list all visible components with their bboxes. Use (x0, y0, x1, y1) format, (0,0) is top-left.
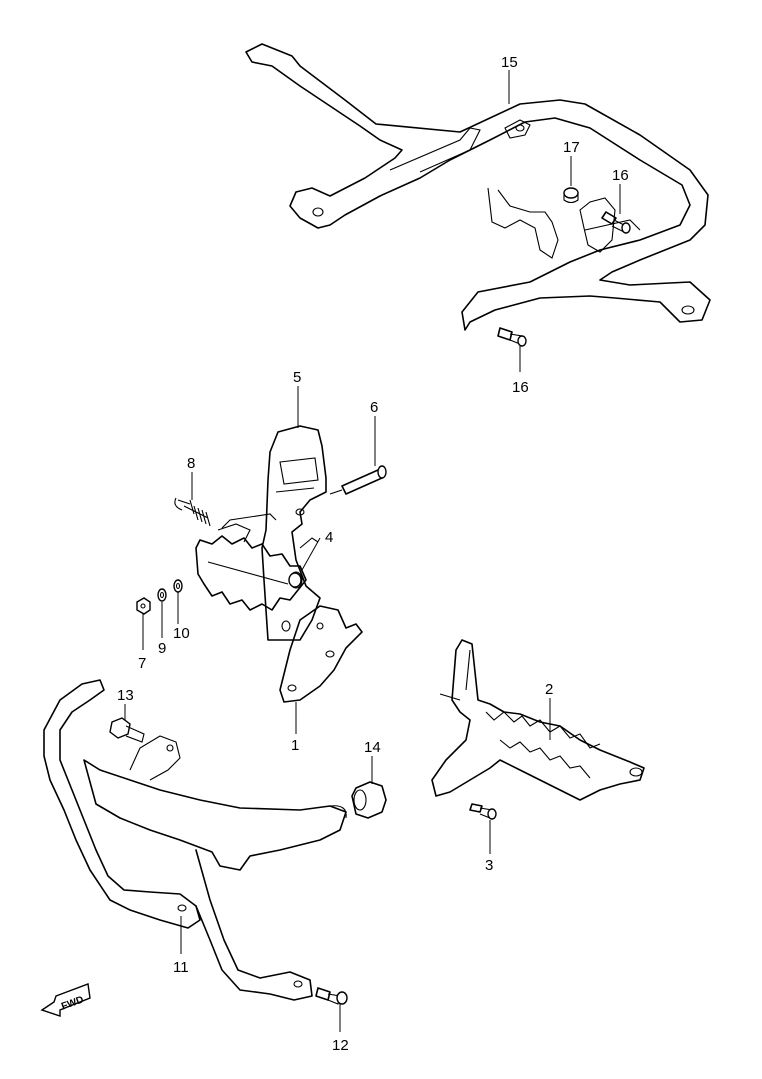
collar-part-17 (563, 187, 579, 204)
spring-part-8 (174, 497, 211, 527)
washer-part-9 (157, 588, 167, 602)
footrest-bracket-part-5 (261, 425, 327, 641)
pin-part-6 (329, 465, 387, 495)
bracket-part-1 (279, 605, 363, 703)
bolt-part-3 (469, 803, 497, 820)
callout-7: 7 (138, 655, 146, 672)
bolt-part-16-upper (601, 211, 631, 234)
footrest-part-2 (431, 639, 645, 801)
callout-2: 2 (545, 681, 553, 698)
callout-15: 15 (501, 54, 518, 71)
callout-11: 11 (173, 959, 189, 976)
footrest-part-1 (195, 513, 307, 611)
bushing-part-4 (288, 537, 319, 588)
leader-lines (124, 70, 621, 1032)
bolt-part-16-lower (497, 327, 527, 347)
callout-9: 9 (158, 640, 166, 657)
rear-frame-part-15 (245, 43, 711, 331)
callout-12: 12 (332, 1037, 349, 1054)
callout-labels: 15 17 16 16 5 6 8 4 7 9 10 1 2 3 13 14 1… (117, 54, 629, 1054)
callout-4: 4 (325, 529, 333, 546)
callout-8: 8 (187, 455, 195, 472)
forward-direction-arrow-icon: FWD (40, 983, 91, 1017)
nut-part-7 (136, 597, 151, 615)
callout-16-lower: 16 (512, 379, 529, 396)
callout-16-upper: 16 (612, 167, 629, 184)
callout-1: 1 (291, 737, 299, 754)
bolt-part-13 (109, 717, 145, 743)
callout-6: 6 (370, 399, 378, 416)
grommet-part-14 (351, 781, 387, 819)
callout-14: 14 (364, 739, 381, 756)
callout-3: 3 (485, 857, 493, 874)
callout-10: 10 (173, 625, 190, 642)
bolt-part-12 (315, 987, 348, 1005)
callout-17: 17 (563, 139, 580, 156)
callout-5: 5 (293, 369, 301, 386)
callout-13: 13 (117, 687, 134, 704)
washer-part-10 (173, 579, 183, 593)
bumper-part-11 (43, 679, 347, 1001)
